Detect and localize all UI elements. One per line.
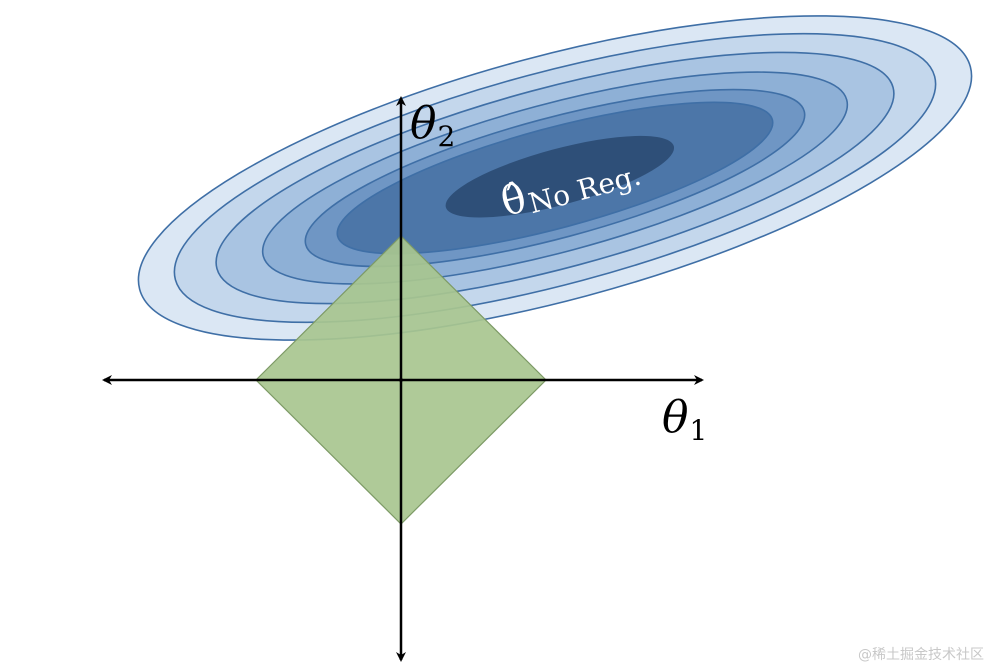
watermark: @稀土掘金技术社区 bbox=[858, 647, 984, 663]
loss-contours bbox=[137, 15, 973, 341]
x-axis-label: θ1 bbox=[662, 392, 707, 447]
y-axis-label: θ2 bbox=[410, 98, 455, 153]
contour-center bbox=[445, 135, 675, 218]
